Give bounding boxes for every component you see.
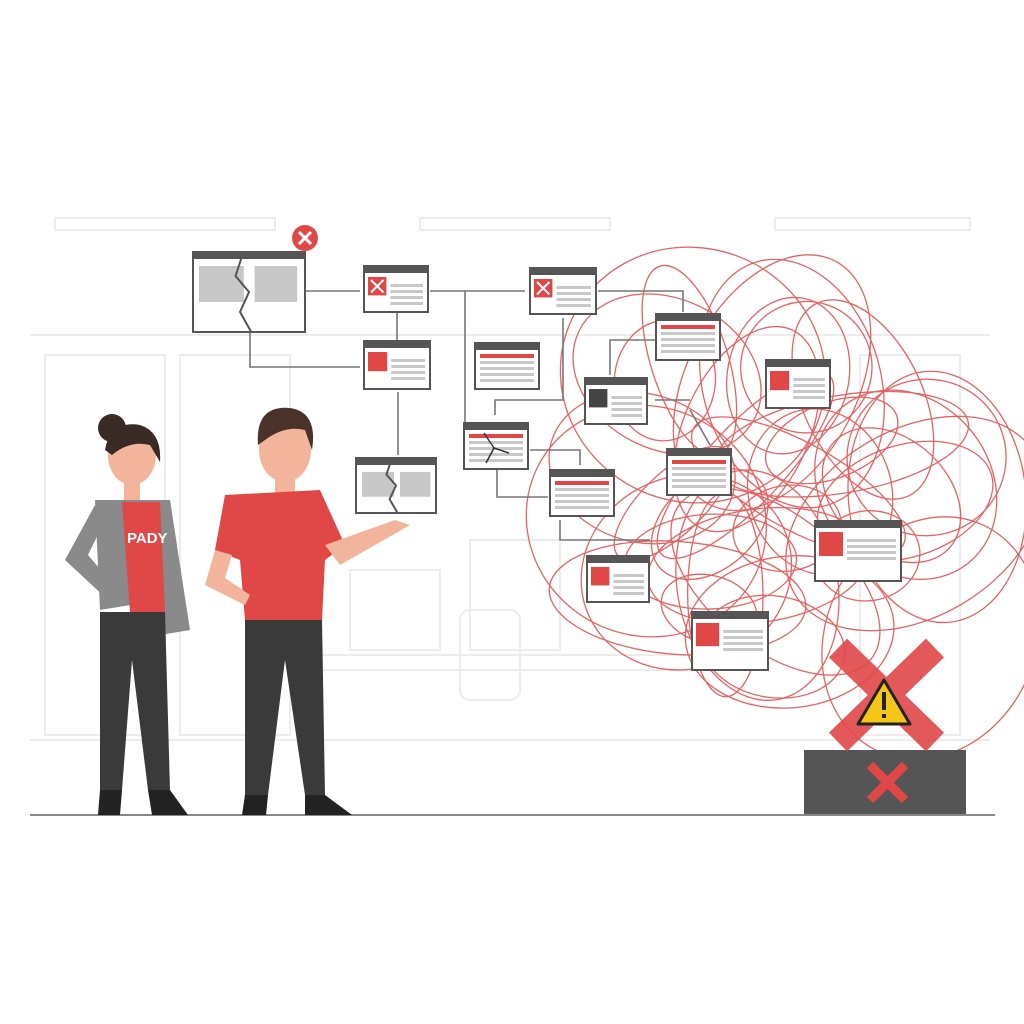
page-window-crack (463, 422, 529, 470)
page-window-bar (666, 448, 732, 496)
page-window-img (691, 611, 769, 671)
small-x-icon (866, 761, 909, 804)
flow-arrow (249, 333, 360, 368)
page-window-broken (192, 251, 306, 333)
page-window-img (586, 555, 650, 603)
page-window-bar (655, 313, 721, 361)
image-placeholder (770, 371, 790, 391)
failure-pedestal (804, 638, 966, 814)
crack-icon (385, 457, 399, 514)
tangle-loop (785, 415, 1024, 632)
page-window-tools (584, 377, 648, 425)
tangle-loop (725, 296, 851, 455)
image-placeholder (368, 352, 388, 372)
tangle-loop (847, 370, 1024, 624)
crack-icon (483, 432, 510, 464)
page-window-img (765, 359, 831, 409)
shirt-text: PADY (127, 530, 168, 547)
tangle-loop (673, 325, 821, 533)
flow-arrow (559, 520, 650, 541)
image-placeholder (591, 567, 610, 586)
tangle-loop (684, 555, 895, 709)
tangle-loop (740, 300, 873, 434)
page-window-bar (474, 342, 540, 390)
flow-arrow (609, 339, 655, 375)
flow-arrow (496, 470, 548, 498)
page-window-x (529, 267, 597, 315)
page-window-img (814, 520, 902, 582)
flow-arrow (530, 449, 581, 465)
page-window-img (363, 340, 431, 390)
page-window-x (363, 265, 429, 313)
woman-figure: PADY (65, 414, 190, 815)
tangle-loop (559, 246, 826, 504)
man-figure (205, 407, 410, 815)
image-placeholder (819, 532, 843, 556)
warning-triangle-icon (856, 678, 912, 726)
image-placeholder (589, 389, 608, 408)
flow-arrows (249, 290, 711, 541)
image-placeholder (696, 623, 720, 647)
flow-arrow (689, 409, 711, 446)
crack-icon (234, 251, 253, 333)
tangle-loop (690, 416, 906, 557)
flow-arrow (598, 290, 684, 312)
tangle-loop (698, 258, 885, 509)
page-windows (192, 251, 902, 671)
page-window-bar (549, 469, 615, 517)
page-window-broken (355, 457, 437, 514)
tangle-loop (572, 293, 762, 456)
flow-arrow (494, 318, 564, 415)
tangle-loop (525, 404, 767, 638)
error-badge-icon (292, 225, 318, 251)
